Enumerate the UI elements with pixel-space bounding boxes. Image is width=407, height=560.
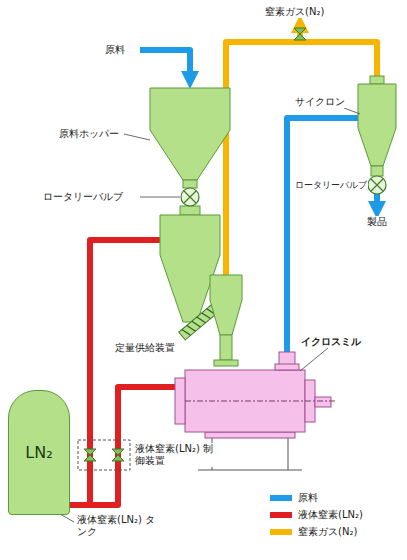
hopper bbox=[150, 88, 230, 215]
part-label: ロータリーバルブ bbox=[42, 191, 124, 203]
product-pipe bbox=[287, 118, 358, 352]
legend-swatch bbox=[270, 512, 292, 518]
tank-text: LN₂ bbox=[25, 443, 52, 462]
part-label: 原料ホッパー bbox=[58, 128, 120, 140]
material-label: 原料 bbox=[104, 44, 126, 56]
product-label: 製品 bbox=[366, 216, 388, 228]
part-label: 液体窒素(LN₂) 制御装置 bbox=[134, 443, 218, 467]
legend-text: 液体窒素(LN₂) bbox=[298, 509, 363, 521]
leader-line bbox=[60, 108, 367, 522]
legend-text: 窒素ガス(N₂) bbox=[298, 526, 357, 538]
gas-label: 窒素ガス(N₂) bbox=[264, 6, 325, 18]
mill-hopper bbox=[210, 275, 242, 366]
part-label: 定量供給装置 bbox=[114, 342, 176, 354]
gas-valve bbox=[294, 28, 306, 40]
rotary-valve bbox=[181, 188, 199, 206]
legend-text: 原料 bbox=[298, 492, 318, 504]
tank: LN₂ bbox=[8, 390, 70, 515]
gas-pipe bbox=[226, 42, 377, 275]
part-label: 液体窒素(LN₂) タンク bbox=[76, 514, 160, 538]
part-label: サイクロン bbox=[294, 96, 346, 108]
part-label: イクロスミル bbox=[300, 336, 362, 348]
product-arrow bbox=[374, 194, 380, 210]
ln2-valve bbox=[84, 449, 124, 461]
part-label: ロータリーバルブ bbox=[294, 179, 368, 191]
control-box bbox=[78, 440, 130, 470]
legend-swatch bbox=[270, 495, 292, 501]
legend-swatch bbox=[270, 529, 292, 535]
cyclone bbox=[358, 76, 396, 176]
feed-arrow bbox=[140, 50, 190, 80]
rotary-valve bbox=[368, 176, 386, 194]
